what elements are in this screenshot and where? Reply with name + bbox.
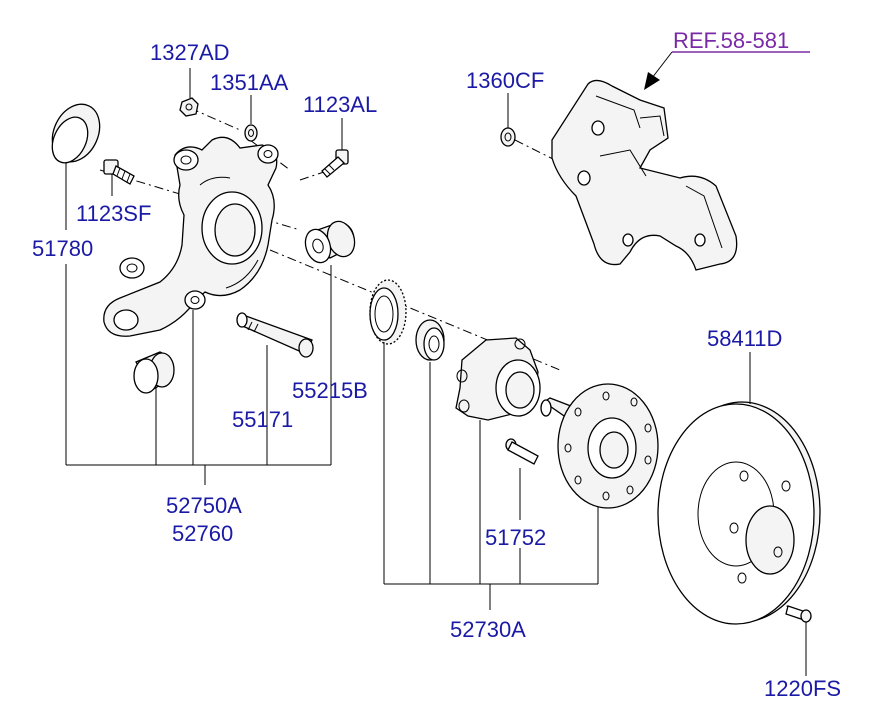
seal bbox=[415, 319, 445, 361]
label-52750A: 52750A bbox=[166, 493, 242, 518]
hub-flange bbox=[540, 383, 659, 509]
washer-1351AA bbox=[244, 124, 258, 142]
label-51780: 51780 bbox=[32, 236, 93, 261]
pin-55171 bbox=[236, 312, 314, 358]
label-1327AD: 1327AD bbox=[150, 40, 230, 65]
label-1123SF: 1123SF bbox=[76, 201, 151, 226]
dust-cap-51780 bbox=[51, 103, 101, 164]
caliper-bracket bbox=[551, 79, 738, 271]
hub-bearing bbox=[455, 337, 541, 421]
bushing-55215B bbox=[304, 220, 356, 264]
label-1123AL: 1123AL bbox=[303, 92, 377, 117]
label-55215B: 55215B bbox=[292, 378, 368, 403]
nut-1360CF bbox=[500, 127, 516, 147]
bolt-1123AL bbox=[321, 149, 349, 178]
brake-disc bbox=[657, 401, 821, 625]
knuckle-52750A bbox=[103, 136, 279, 337]
label-58411D: 58411D bbox=[707, 326, 782, 351]
nut-1327AD bbox=[179, 97, 199, 117]
part-labels: 1327AD 1351AA 1123AL 1123SF 51780 55215B… bbox=[32, 28, 841, 701]
bolt-1123SF bbox=[103, 159, 135, 185]
bushing-lower bbox=[133, 351, 175, 394]
label-55171: 55171 bbox=[232, 407, 293, 432]
label-1360CF: 1360CF bbox=[466, 68, 544, 93]
label-51752: 51752 bbox=[485, 525, 546, 550]
leader-lines bbox=[65, 51, 810, 676]
label-1220FS: 1220FS bbox=[764, 676, 841, 701]
screw-1220FS bbox=[785, 605, 812, 623]
label-ref-58-581[interactable]: REF.58-581 bbox=[673, 28, 789, 53]
stud-51752 bbox=[505, 438, 539, 465]
label-52730A: 52730A bbox=[450, 617, 526, 642]
tone-ring bbox=[369, 279, 407, 345]
label-1351AA: 1351AA bbox=[210, 70, 289, 95]
label-52760: 52760 bbox=[172, 521, 233, 546]
